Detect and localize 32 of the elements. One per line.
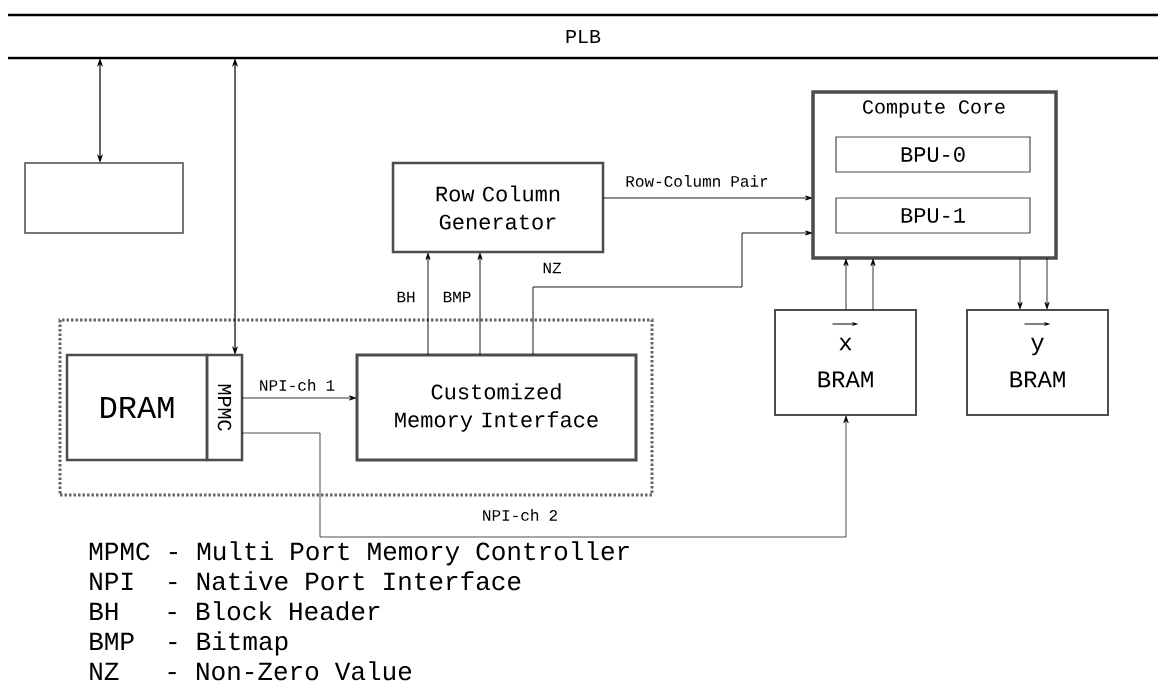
arrow	[602, 195, 813, 201]
edge-label: NPI-ch 1	[257, 378, 337, 392]
interface-box: Customized Memory Interface	[355, 353, 638, 462]
edge-label: Row-Column Pair	[624, 174, 770, 188]
edge-label: NPI-ch 2	[480, 508, 560, 522]
abbreviation-note: MPMC - Multi Port Memory Controller	[89, 541, 629, 566]
dram-box: DRAM	[65, 353, 209, 462]
edge-label: NZ	[541, 261, 563, 275]
abbreviation-note: BMP - Bitmap	[90, 631, 288, 656]
bpu-box: BPU-0	[835, 136, 1031, 173]
arrow	[477, 252, 483, 356]
edge-label: BMP	[441, 290, 473, 304]
arrow	[870, 258, 876, 311]
arrow	[532, 230, 813, 356]
abbreviation-note: BH - Block Header	[90, 601, 380, 621]
bram-box: y BRAM	[966, 309, 1109, 416]
arrow	[1017, 257, 1023, 310]
arrow	[425, 252, 431, 356]
controller-box: MPMC	[205, 353, 244, 462]
generator-box: Row Column Generator	[391, 161, 605, 254]
arrow	[1044, 257, 1050, 310]
abbreviation-note: NPI - Native Port Interface	[90, 571, 521, 591]
edge-label: BH	[395, 290, 417, 304]
bram-box: x BRAM	[774, 309, 917, 416]
group-frame	[58, 318, 654, 497]
bpu-box: BPU-1	[835, 197, 1031, 234]
abbreviation-note: NZ - Non-Zero Value	[90, 661, 412, 681]
bus-bar: PLB	[8, 13, 1158, 60]
processor-box	[24, 162, 184, 234]
arrow	[241, 395, 357, 401]
arrow	[843, 258, 849, 311]
arrow	[241, 415, 849, 538]
